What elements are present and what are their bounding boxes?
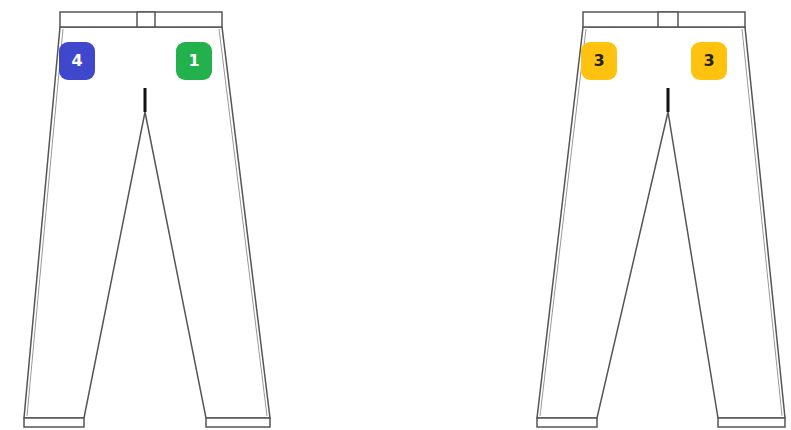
callout-number: 4 (71, 53, 82, 69)
right-trousers (537, 12, 785, 427)
callout-number: 3 (593, 53, 604, 69)
number-badge: 3 (581, 42, 617, 80)
left-trousers (24, 12, 270, 427)
callout-number: 3 (703, 53, 714, 69)
callout-number: 1 (188, 53, 199, 69)
number-badge: 4 (59, 42, 95, 80)
number-badge: 3 (691, 42, 727, 80)
number-badge: 1 (176, 42, 212, 80)
